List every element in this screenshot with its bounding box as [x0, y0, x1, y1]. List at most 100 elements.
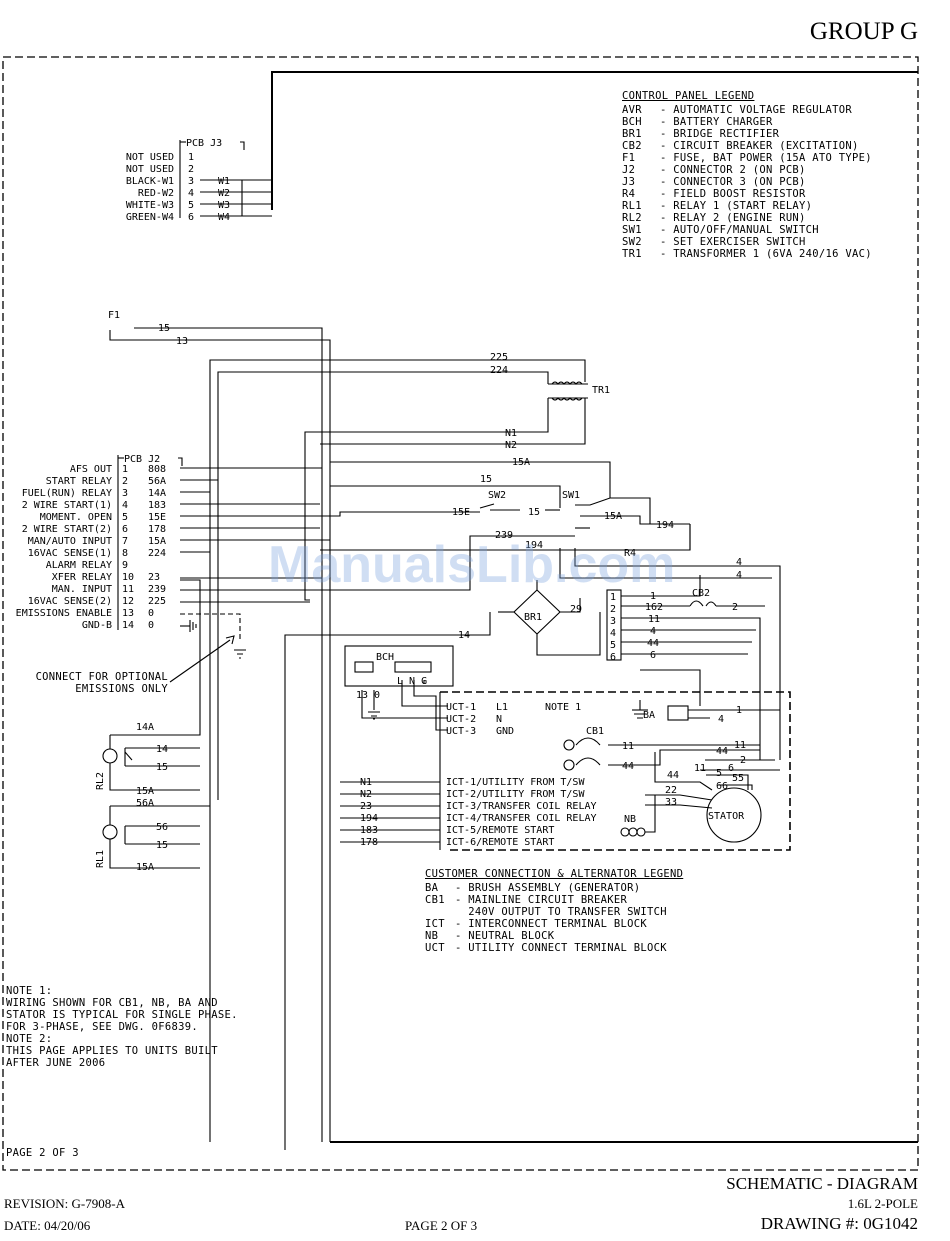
legend-dash: - [660, 224, 674, 236]
svg-text:4: 4 [736, 557, 742, 568]
svg-text:194: 194 [656, 520, 674, 531]
legend-code: J3 [622, 176, 636, 188]
legend-row: TR1- TRANSFORMER 1 (6VA 240/16 VAC) [622, 248, 872, 260]
note-line: STATOR IS TYPICAL FOR SINGLE PHASE. [6, 1009, 238, 1021]
legend-description: RELAY 2 (ENGINE RUN) [673, 212, 806, 224]
note-line: FOR 3-PHASE, SEE DWG. 0F6839. [6, 1021, 199, 1033]
svg-text:22: 22 [665, 785, 677, 796]
j2-pin-label: EMISSIONS ENABLE [16, 608, 112, 619]
sw2-label: SW2 [488, 490, 506, 501]
j2-pin-number: 10 [122, 572, 134, 583]
note-line: WIRING SHOWN FOR CB1, NB, BA AND [6, 997, 218, 1009]
svg-text:15: 15 [156, 762, 168, 773]
control-legend-title: CONTROL PANEL LEGEND [622, 90, 755, 102]
svg-text:66: 66 [716, 781, 728, 792]
svg-text:15A: 15A [604, 511, 622, 522]
ict-wire-label: N1 [360, 777, 372, 788]
j2-wire-label: 808 [148, 464, 166, 475]
customer-legend: CUSTOMER CONNECTION & ALTERNATOR LEGEND … [425, 868, 683, 954]
r4-pin-number: 6 [610, 652, 616, 663]
note-line: NOTE 2: [6, 1033, 53, 1045]
j3-wire-label: W2 [218, 188, 230, 199]
svg-text:1: 1 [736, 705, 742, 716]
footer-model: 1.6L 2-POLE [847, 1196, 918, 1211]
legend-row: CB2- CIRCUIT BREAKER (EXCITATION) [622, 140, 872, 152]
j3-wire-label: W4 [218, 212, 230, 223]
j3-pin-number: 4 [188, 188, 194, 199]
legend-dash: - [660, 164, 674, 176]
legend-code: SW2 [622, 236, 642, 248]
legend-description: 240V OUTPUT TO TRANSFER SWITCH [468, 906, 667, 918]
legend-row: 240V OUTPUT TO TRANSFER SWITCH [425, 906, 683, 918]
legend-dash: - [660, 248, 674, 260]
j3-pin-label: BLACK-W1 [126, 176, 174, 187]
legend-code: BCH [622, 116, 642, 128]
legend-dash: - [455, 882, 469, 894]
j2-wire-label: 239 [148, 584, 166, 595]
uct-terminal-label: UCT-3 [446, 726, 476, 737]
svg-text:5: 5 [716, 768, 722, 779]
j2-pin-number: 12 [122, 596, 134, 607]
r4-pin-number: 2 [610, 604, 616, 615]
j2-pin-label: MAN/AUTO INPUT [28, 536, 112, 547]
svg-text:15: 15 [158, 323, 170, 334]
j3-wire-label: W3 [218, 200, 230, 211]
note1-box-label: NOTE 1 [545, 702, 581, 713]
svg-text:4: 4 [718, 714, 724, 725]
inner-page-label: PAGE 2 OF 3 [6, 1147, 79, 1159]
legend-code: RL1 [622, 200, 642, 212]
r4-pin-number: 5 [610, 640, 616, 651]
svg-text:225: 225 [490, 352, 508, 363]
svg-text:194: 194 [525, 540, 543, 551]
legend-description: AUTO/OFF/MANUAL SWITCH [673, 224, 819, 236]
bch-13-0: 13 0 [356, 690, 380, 701]
svg-text:56: 56 [156, 822, 168, 833]
rl1-label: RL1 [95, 850, 106, 868]
legend-description: FIELD BOOST RESISTOR [673, 188, 806, 200]
j2-pin-label: 16VAC SENSE(2) [28, 596, 112, 607]
ict-terminal-label: ICT-4/TRANSFER COIL RELAY [446, 813, 597, 824]
j2-wire-label: 14A [148, 488, 166, 499]
footer-drawing: DRAWING #: 0G1042 [760, 1214, 918, 1233]
j2-pin-number: 2 [122, 476, 128, 487]
f1-label: F1 [108, 310, 120, 321]
j2-pin-number: 9 [122, 560, 128, 571]
svg-text:33: 33 [665, 797, 677, 808]
j3-pin-number: 5 [188, 200, 194, 211]
j2-pin-number: 8 [122, 548, 128, 559]
ict-terminal-label: ICT-3/TRANSFER COIL RELAY [446, 801, 597, 812]
ict-wire-label: 23 [360, 801, 372, 812]
legend-dash: - [660, 140, 674, 152]
legend-code: TR1 [622, 248, 642, 260]
legend-code: ICT [425, 918, 445, 930]
j3-pin-label: WHITE-W3 [126, 200, 174, 211]
r4-pin-number: 4 [610, 628, 616, 639]
legend-row: BCH- BATTERY CHARGER [622, 116, 872, 128]
j3-pin-label: GREEN-W4 [126, 212, 174, 223]
ict-terminal-label: ICT-5/REMOTE START [446, 825, 554, 836]
j2-wire-label: 225 [148, 596, 166, 607]
legend-dash: - [660, 116, 674, 128]
legend-row: UCT- UTILITY CONNECT TERMINAL BLOCK [425, 942, 683, 954]
legend-description: INTERCONNECT TERMINAL BLOCK [468, 918, 648, 930]
j3-pin-label: NOT USED [126, 152, 174, 163]
legend-code: BR1 [622, 128, 642, 140]
svg-text:44: 44 [716, 746, 728, 757]
bch-pin-label: L N G [397, 676, 427, 687]
border [2, 56, 919, 1171]
legend-code: UCT [425, 942, 445, 954]
legend-code: J2 [622, 164, 636, 176]
legend-description: BRIDGE RECTIFIER [673, 128, 780, 140]
j2-pin-label: ALARM RELAY [46, 560, 112, 571]
legend-dash: - [455, 918, 469, 930]
ict-wire-label: N2 [360, 789, 372, 800]
legend-description: MAINLINE CIRCUIT BREAKER [468, 894, 628, 906]
component-labels: F1 TR1 SW2 SW1 BR1 R4 CB2 BCH L N G 13 0… [95, 310, 745, 868]
j2-pin-number: 14 [122, 620, 134, 631]
svg-text:29: 29 [570, 604, 582, 615]
